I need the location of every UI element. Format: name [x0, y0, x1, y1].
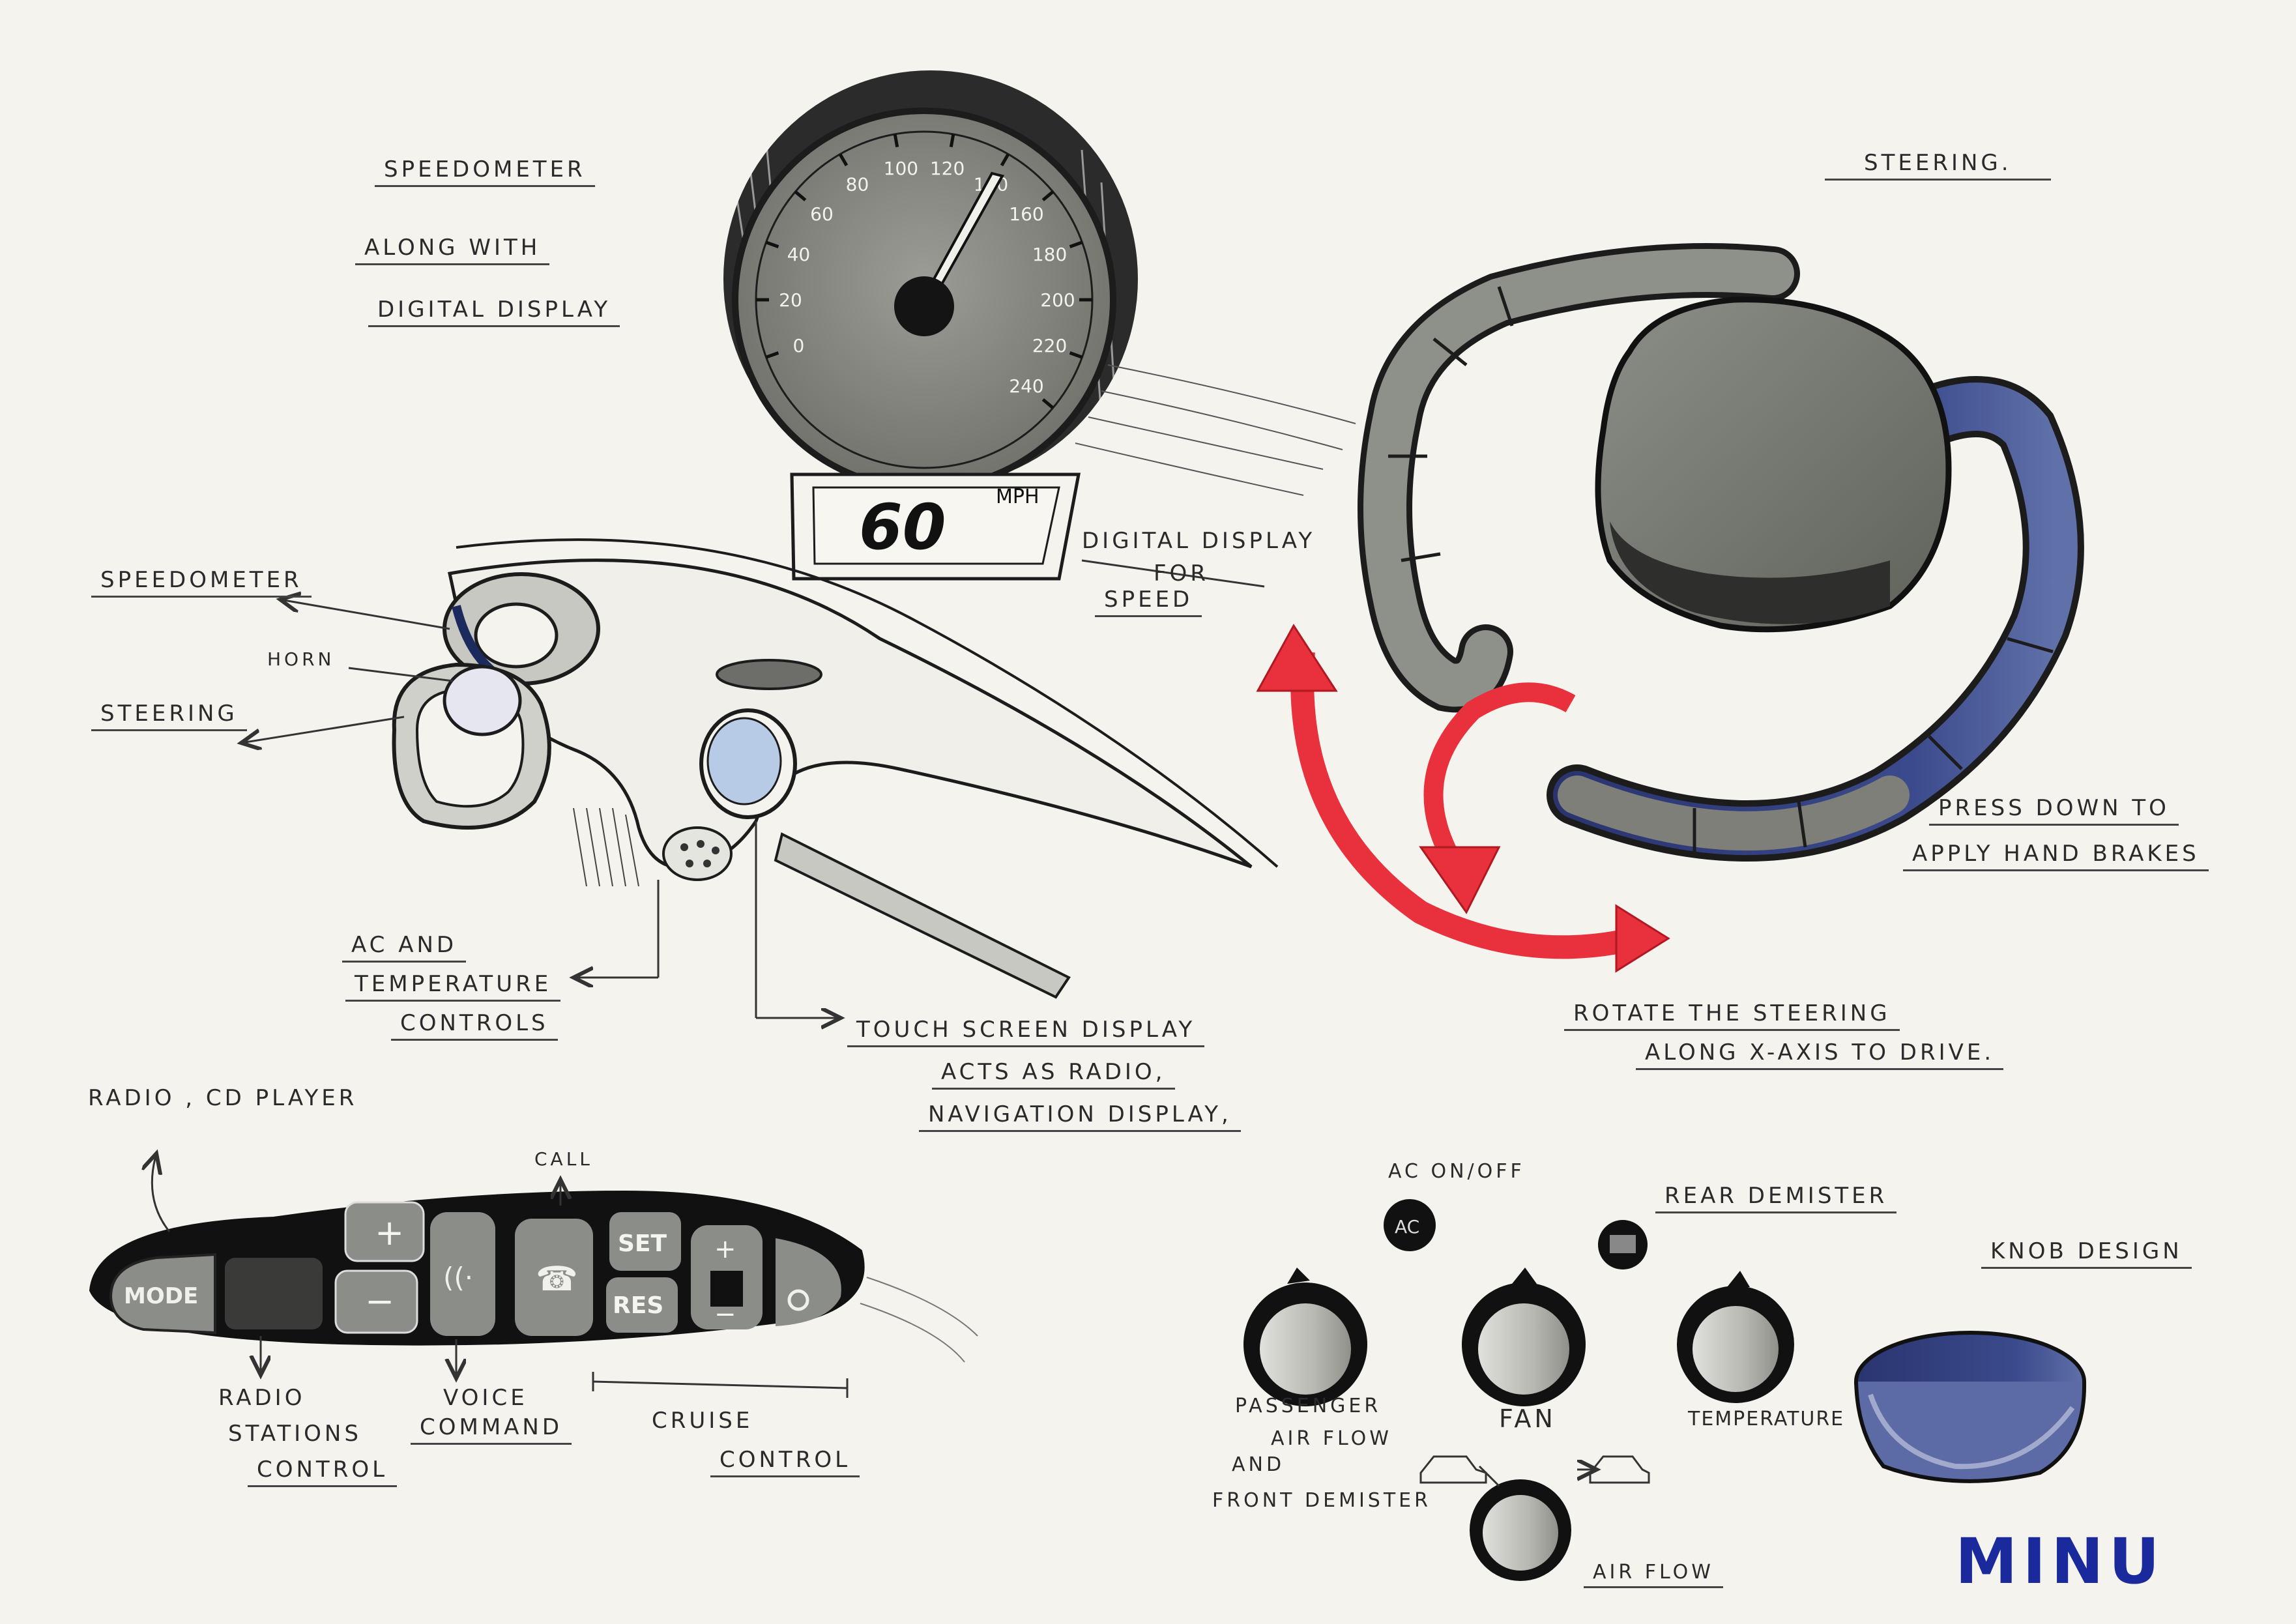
speedometer-title-line-1: SPEEDOMETER	[375, 156, 595, 187]
dial-number: 240	[1009, 375, 1043, 397]
voice-icon: ((·	[443, 1262, 473, 1294]
dial-number: 60	[810, 203, 834, 225]
speedometer-title-line-2: ALONG WITH	[355, 235, 549, 265]
dial-number: 160	[1009, 203, 1043, 225]
mode-button-label: MODE	[124, 1283, 198, 1309]
car-airflow-icons	[1421, 1457, 1649, 1483]
dial-number: 20	[779, 289, 802, 311]
radio-label-line-3: CONTROL	[248, 1457, 397, 1487]
climate-knobs: AC	[1243, 1199, 1794, 1581]
car-front-icon	[1421, 1457, 1486, 1483]
horn-pad	[444, 667, 520, 734]
callout-ac-line-1: AC AND	[342, 932, 466, 963]
brake-note-line-1: PRESS DOWN TO	[1929, 795, 2179, 826]
phone-icon: ☎	[536, 1260, 578, 1299]
artist-signature: MINU	[1955, 1525, 2165, 1598]
voice-label-line-2: COMMAND	[411, 1414, 572, 1445]
rear-demister-icon	[1610, 1235, 1636, 1253]
fan-label: FAN	[1499, 1404, 1556, 1433]
car-rear-icon	[1590, 1457, 1649, 1483]
needle-hub	[894, 276, 954, 336]
callout-touch-line-2: ACTS AS RADIO,	[932, 1059, 1175, 1090]
callout-ac-line-2: TEMPERATURE	[345, 971, 560, 1002]
rotation-arrow-head-right	[1616, 906, 1668, 971]
callout-ac-line-3: CONTROLS	[391, 1010, 558, 1041]
dashboard-hatching	[574, 808, 639, 886]
digital-display-caption-2: FOR	[1154, 560, 1209, 587]
rotation-arrow-head-up	[1258, 626, 1336, 691]
passenger-line-1: PASSENGER	[1235, 1395, 1381, 1417]
callout-horn: HORN	[267, 648, 335, 670]
passenger-line-3: AND	[1232, 1453, 1285, 1476]
cruise-set-label: SET	[618, 1230, 667, 1257]
dial-number: 120	[930, 158, 965, 179]
callout-steering: STEERING	[91, 701, 247, 731]
knob-design-label: KNOB DESIGN	[1981, 1238, 2192, 1269]
temperature-label: TEMPERATURE	[1688, 1408, 1844, 1430]
callout-speedometer: SPEEDOMETER	[91, 567, 312, 598]
motion-streaks	[1075, 365, 1356, 495]
dial-number: 40	[787, 244, 811, 265]
volume-plus-label: +	[375, 1212, 404, 1253]
cruise-label-line-2: CONTROL	[710, 1447, 860, 1477]
knob-design-sketch	[1856, 1333, 2084, 1481]
cruise-label-line-1: CRUISE	[652, 1408, 753, 1434]
speedometer-sketch: 020406080100120140160180200220240 60 MPH	[723, 70, 1356, 579]
digital-speed-unit: MPH	[996, 486, 1039, 508]
dial-tick	[895, 134, 897, 147]
ac-on-off-label: AC ON/OFF	[1388, 1160, 1525, 1183]
rotate-note-line-1: ROTATE THE STEERING	[1564, 1000, 1900, 1031]
rotate-note-line-2: ALONG X-AXIS TO DRIVE.	[1636, 1039, 2003, 1070]
dial-number: 220	[1032, 335, 1067, 356]
radio-cd-label: RADIO , CD PLAYER	[88, 1085, 357, 1111]
cruise-plus-label: +	[714, 1234, 736, 1264]
dash-vent	[717, 660, 821, 689]
radio-label-line-2: STATIONS	[228, 1421, 362, 1447]
dial-number: 80	[846, 174, 869, 196]
callout-touch-line-1: TOUCH SCREEN DISPLAY	[847, 1017, 1204, 1047]
dial-number: 100	[884, 158, 918, 179]
cruise-res-label: RES	[613, 1292, 663, 1319]
dial-number: 180	[1032, 244, 1067, 265]
digital-speed-display: 60 MPH	[792, 474, 1079, 579]
ac-toggle-label: AC	[1395, 1216, 1419, 1238]
digital-speed-value: 60	[859, 491, 946, 564]
passenger-line-2: AIR FLOW	[1271, 1427, 1392, 1450]
call-label: CALL	[534, 1148, 593, 1170]
digital-display-caption-3: SPEED	[1095, 587, 1202, 617]
digital-display-caption-1: DIGITAL DISPLAY	[1082, 528, 1315, 554]
callout-touch-line-3: NAVIGATION DISPLAY,	[919, 1101, 1241, 1132]
speedometer-title-line-3: DIGITAL DISPLAY	[368, 297, 620, 327]
passenger-line-4: FRONT DEMISTER	[1212, 1489, 1431, 1512]
steering-title: STEERING.	[1825, 150, 2051, 181]
ac-button-cluster	[663, 828, 731, 880]
volume-minus-label: −	[365, 1281, 394, 1322]
steering-control-panel: MODE + − ((· ☎ SET RES + −	[91, 1193, 978, 1362]
airflow-label: AIR FLOW	[1584, 1561, 1723, 1588]
dial-tick	[951, 134, 953, 147]
dial-number: 200	[1040, 289, 1075, 311]
brake-note-line-2: APPLY HAND BRAKES	[1903, 841, 2209, 871]
dial-number: 0	[792, 335, 804, 356]
radio-scroll-wheel[interactable]	[225, 1258, 323, 1329]
voice-label-line-1: VOICE	[443, 1385, 528, 1411]
radio-label-line-1: RADIO	[218, 1385, 305, 1411]
rear-demister-label: REAR DEMISTER	[1655, 1183, 1896, 1213]
